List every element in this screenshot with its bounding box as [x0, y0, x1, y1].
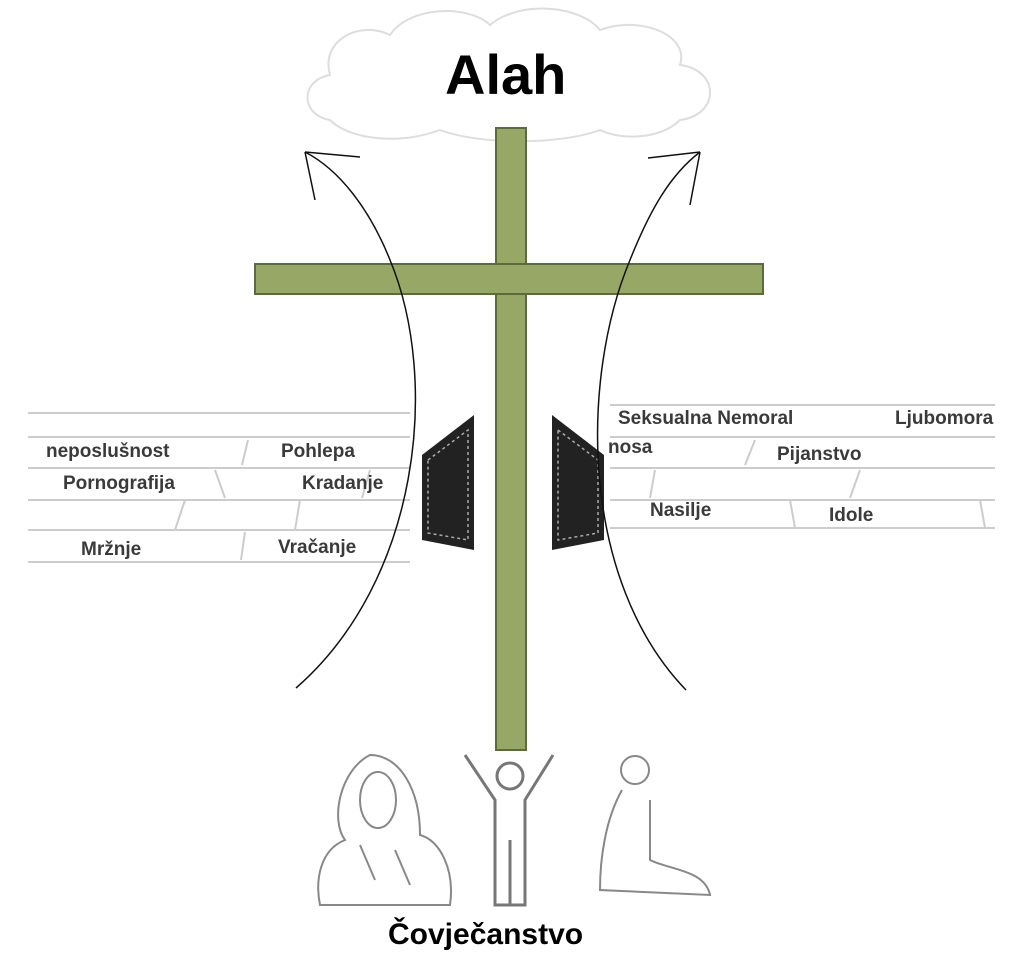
man-kneeling-figure	[598, 755, 712, 897]
wall-sin-label: neposlušnost	[46, 441, 170, 462]
woman-praying-figure	[317, 753, 452, 906]
wall-sin-label: Nasilje	[650, 500, 712, 521]
wall-sin-label: nosa	[608, 437, 653, 458]
person-arms-raised-figure	[463, 754, 555, 907]
wall-sin-label: Kradanje	[302, 473, 384, 494]
wall-sin-label: Pohlepa	[281, 441, 355, 462]
cross	[254, 127, 764, 751]
wall-sin-label: Pijanstvo	[777, 444, 862, 465]
wall-sin-label: Ljubomora	[895, 408, 994, 429]
arrow-right	[596, 151, 701, 691]
bottom-label-humanity: Čovječanstvo	[388, 918, 584, 951]
gate-right	[552, 415, 604, 550]
wall-sin-label: Idole	[829, 505, 874, 526]
wall-sin-label: Mržnje	[81, 539, 142, 560]
wall-right	[610, 404, 995, 529]
gate-left	[422, 415, 474, 550]
wall-sin-label: Vračanje	[278, 537, 357, 558]
wall-left	[28, 412, 410, 563]
wall-sin-label: Seksualna Nemoral	[618, 408, 794, 429]
arrow-left	[295, 151, 417, 689]
wall-sin-label: Pornografija	[63, 473, 175, 494]
top-label-god: Alah	[445, 43, 567, 106]
